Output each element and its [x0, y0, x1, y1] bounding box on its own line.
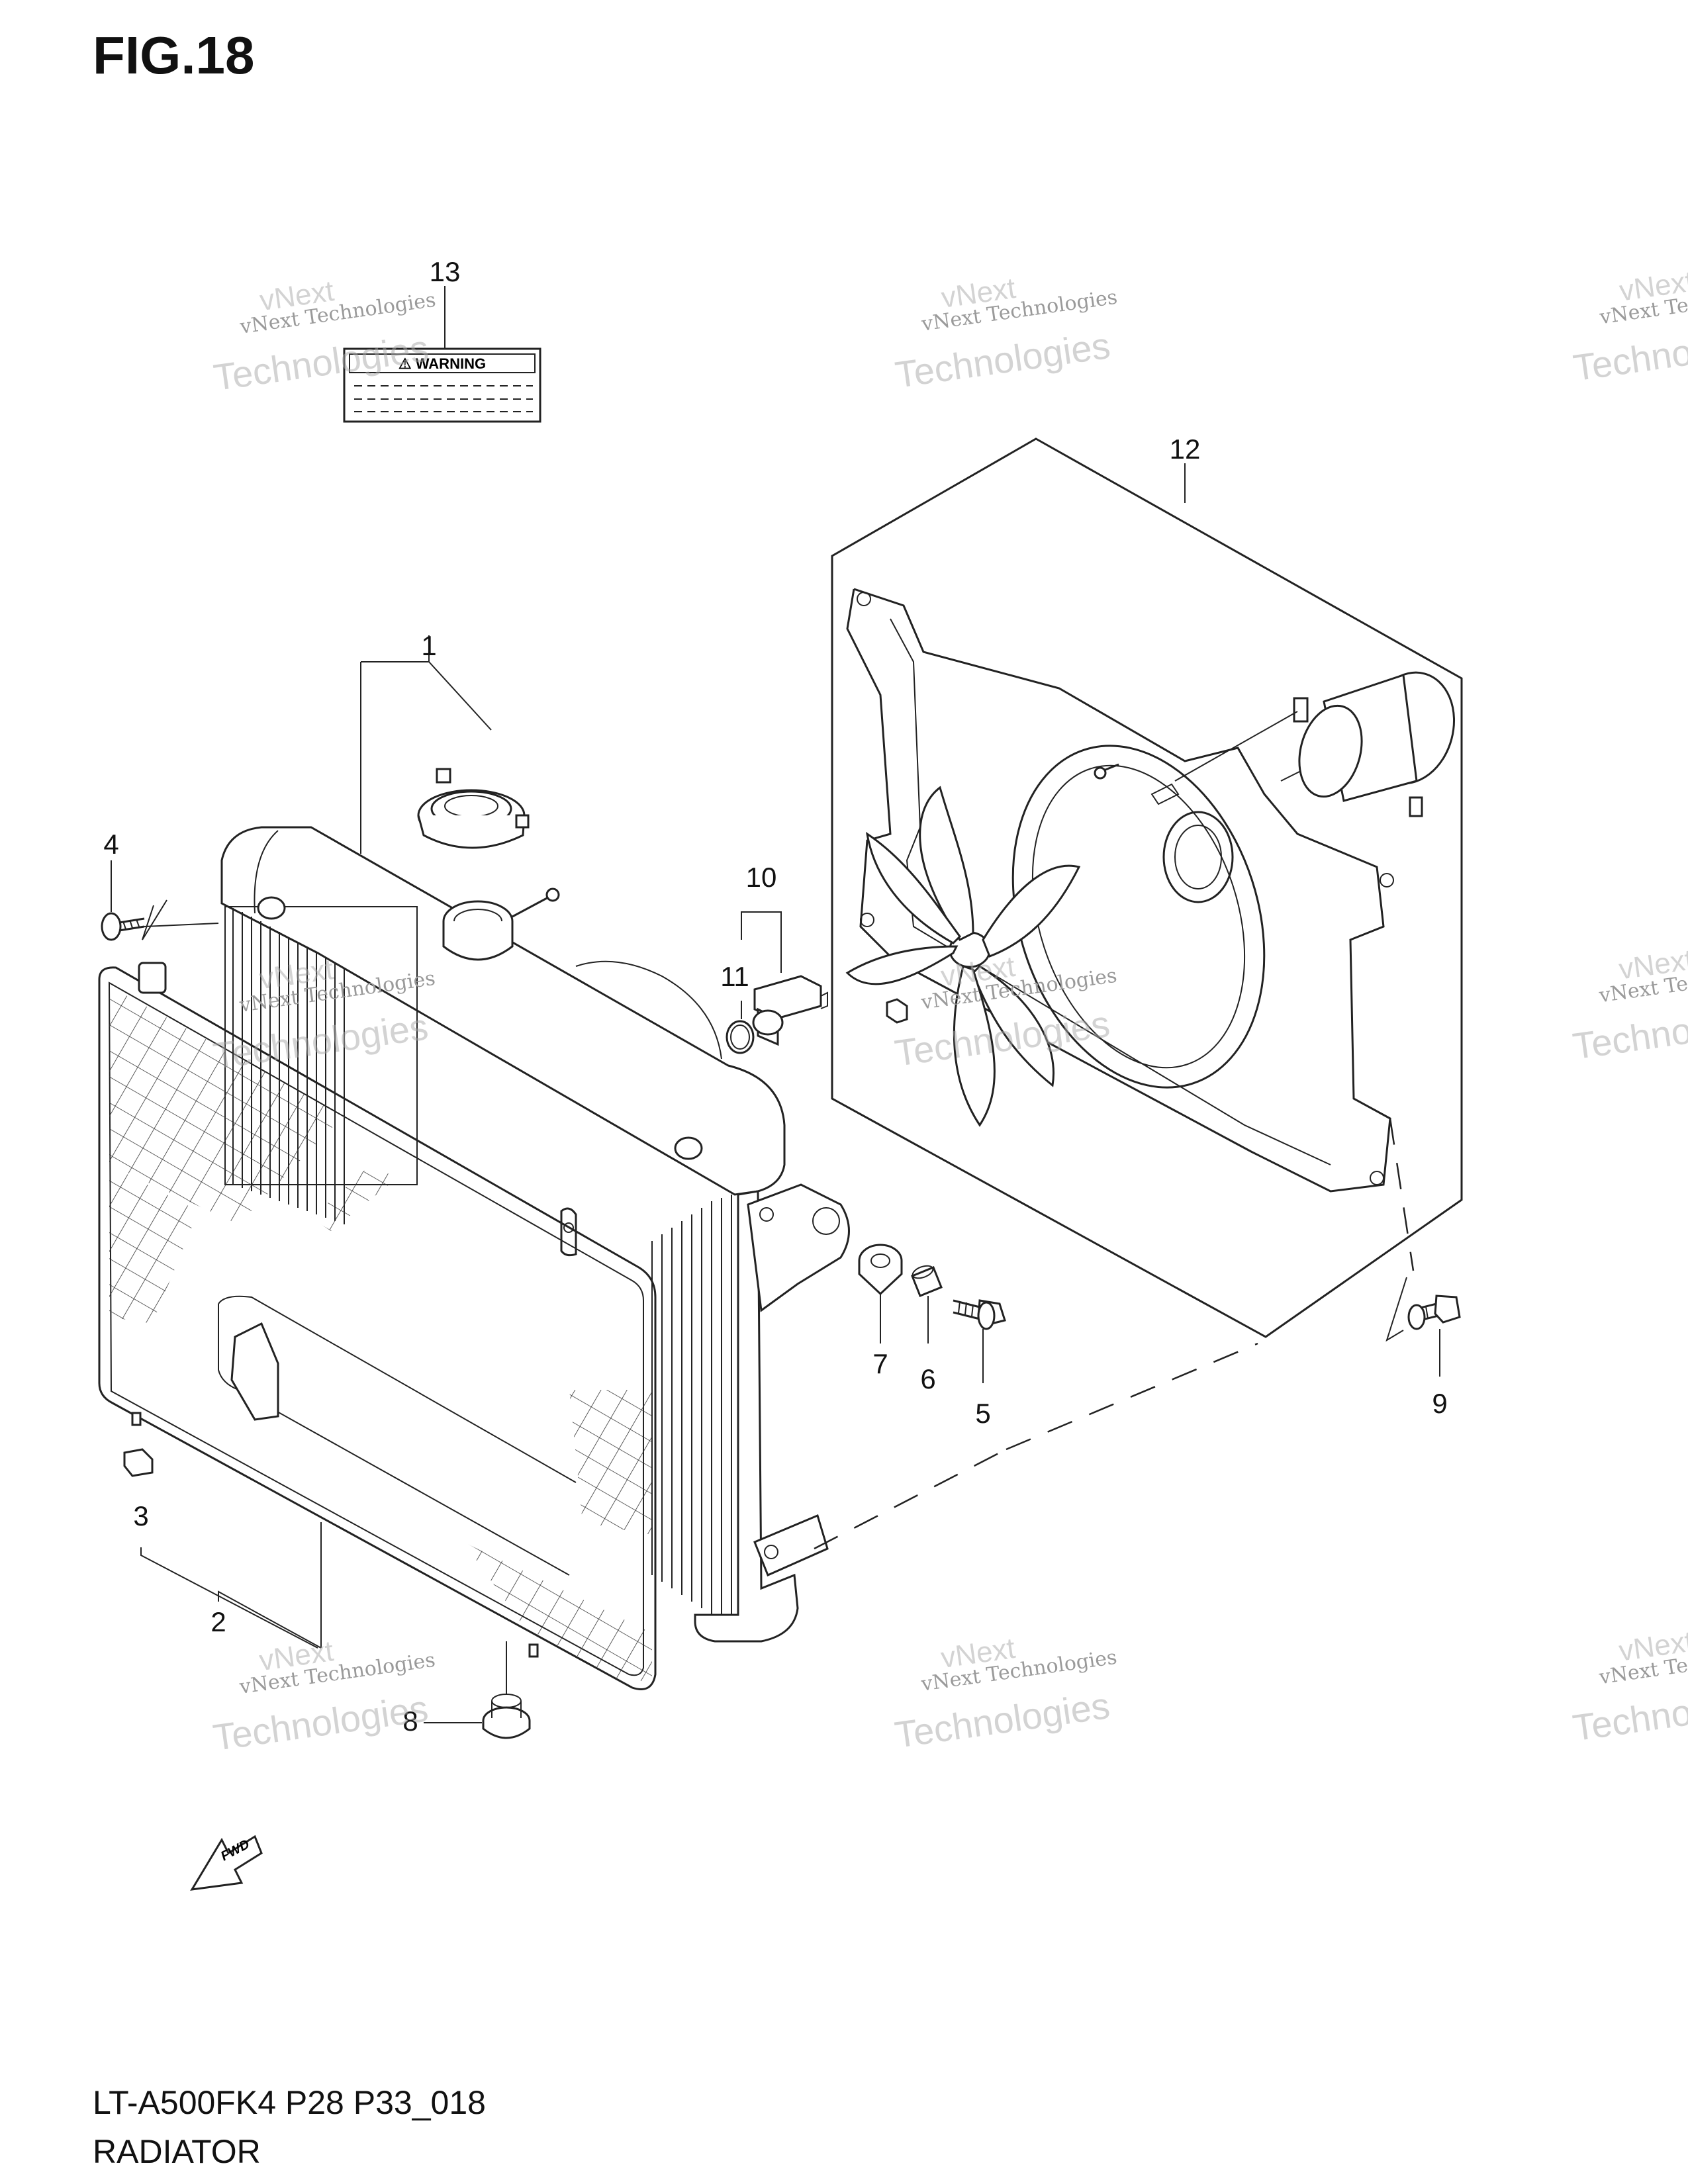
callout-5: 5	[975, 1398, 990, 1429]
callout-13: 13	[430, 256, 461, 287]
callout-2: 2	[211, 1606, 226, 1637]
callout-4: 4	[103, 829, 118, 860]
watermark-bottom-right: vNext Technologies vNext Technologies	[1570, 1625, 1688, 1749]
callout-3: 3	[133, 1500, 148, 1531]
mount-grommet-7[interactable]	[858, 1244, 903, 1296]
radiator-core[interactable]	[218, 826, 850, 1643]
bolt-9[interactable]	[1385, 1277, 1461, 1342]
o-ring-11[interactable]	[726, 1020, 755, 1054]
svg-text:Technologies: Technologies	[1570, 996, 1688, 1068]
callout-6: 6	[920, 1363, 935, 1394]
section-name-label: RADIATOR	[93, 2133, 261, 2170]
dashed-line-c	[1389, 1118, 1415, 1271]
dashed-line-b	[814, 1448, 1007, 1550]
fan-motor	[1280, 671, 1456, 817]
warning-label-text: ⚠ WARNING	[399, 355, 486, 372]
radiator-cap[interactable]	[417, 768, 530, 849]
callout-10: 10	[746, 862, 777, 893]
callout-8: 8	[402, 1706, 418, 1737]
leader-10	[741, 911, 782, 973]
fan-shroud-assembly[interactable]	[831, 437, 1466, 1338]
thermo-switch-10[interactable]	[752, 975, 828, 1046]
callout-12: 12	[1170, 433, 1201, 465]
grommet-8[interactable]	[482, 1641, 531, 1739]
callout-9: 9	[1432, 1388, 1447, 1419]
radiator-fins-right	[651, 1195, 732, 1621]
fwd-arrow-icon: FWD	[190, 1835, 263, 1891]
warning-label-part[interactable]: ⚠ WARNING	[343, 347, 541, 423]
svg-text:Technologies: Technologies	[1570, 1678, 1688, 1749]
callout-1: 1	[421, 630, 436, 661]
fan-blades	[845, 786, 1081, 1127]
svg-text:Technologies: Technologies	[1571, 318, 1688, 389]
figure-title: FIG.18	[93, 26, 255, 85]
radiator-guard-screen[interactable]	[98, 962, 657, 1690]
model-code-label: LT-A500FK4 P28 P33_018	[93, 2084, 486, 2121]
watermark-top-center: vNext Technologies vNext Technologies	[892, 272, 1119, 396]
leader-3	[140, 1547, 318, 1649]
leader-2	[218, 1590, 322, 1649]
dashed-line-a	[1006, 1342, 1258, 1451]
bolt-5[interactable]	[953, 1299, 1006, 1330]
callout-7: 7	[872, 1348, 888, 1379]
watermark-bottom-left: vNext Technologies vNext Technologies	[211, 1635, 437, 1758]
clip-3[interactable]	[123, 1448, 154, 1477]
callout-11: 11	[720, 961, 749, 992]
collar-6[interactable]	[911, 1263, 943, 1297]
watermark-bottom-center: vNext Technologies vNext Technologies	[892, 1632, 1119, 1756]
watermark-mid-right: vNext Technologies vNext Technologies	[1570, 944, 1688, 1068]
watermark-top-right: vNext Technologies vNext Technologies	[1571, 265, 1688, 389]
leader-1	[361, 635, 492, 731]
screw-4[interactable]	[101, 899, 219, 941]
